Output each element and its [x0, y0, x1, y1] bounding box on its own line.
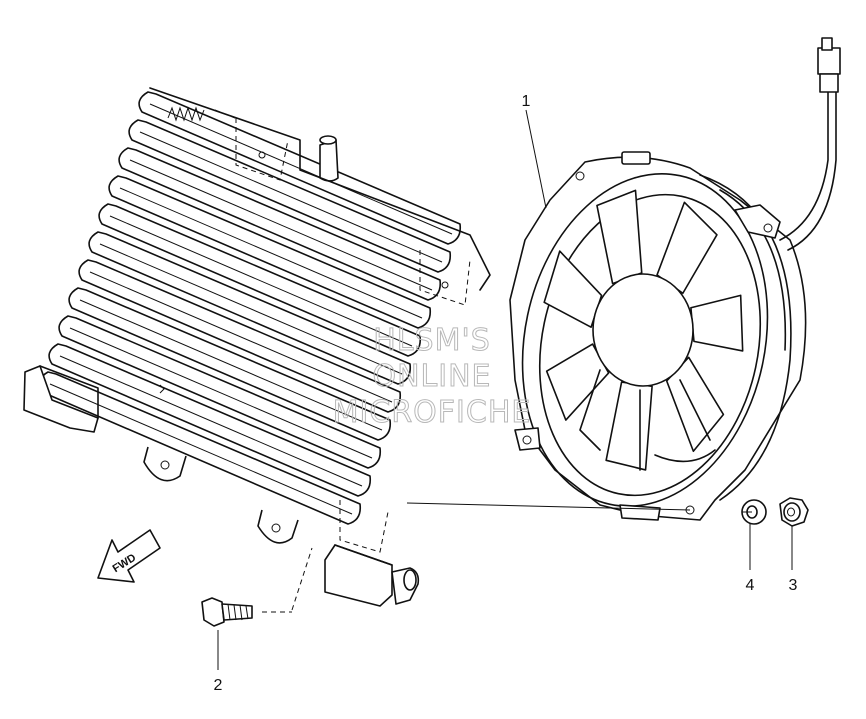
cooler-fins: [38, 91, 462, 525]
watermark-line-2: ONLINE: [372, 359, 491, 394]
cooler-fin-edge: [109, 215, 413, 347]
cooler-fin-edge: [139, 131, 443, 263]
cooler-fin-edge: [49, 383, 353, 515]
bolt-part-2: [201, 597, 253, 627]
callout-3: 3: [789, 577, 798, 594]
callout-2: 2: [214, 677, 223, 694]
wire-connector: [817, 47, 841, 75]
nut-part-3: [779, 497, 809, 527]
oil-cooler: [23, 87, 491, 607]
callout-4: 4: [746, 577, 755, 594]
cooler-fin-edge: [69, 327, 373, 459]
watermark-line-3: MICROFICHE: [333, 395, 532, 430]
cooler-fin-edge: [129, 159, 433, 291]
fwd-direction-arrow: FWD: [97, 529, 161, 583]
fan-hub: [592, 273, 694, 387]
cooler-fin-edge: [149, 103, 453, 235]
watermark: HLSM'S ONLINE MICROFICHE: [332, 323, 532, 431]
leader-lines: [217, 109, 793, 670]
cooler-fin-edge: [119, 187, 423, 319]
cooler-fin-edge: [59, 355, 363, 487]
watermark-line-1: HLSM'S: [373, 323, 491, 358]
cooler-fin-edge: [89, 271, 393, 403]
cooler-fin-edge: [79, 299, 383, 431]
callout-1: 1: [522, 93, 531, 110]
cooler-fin-edge: [99, 243, 403, 375]
fan-motor-assembly: [509, 37, 841, 521]
